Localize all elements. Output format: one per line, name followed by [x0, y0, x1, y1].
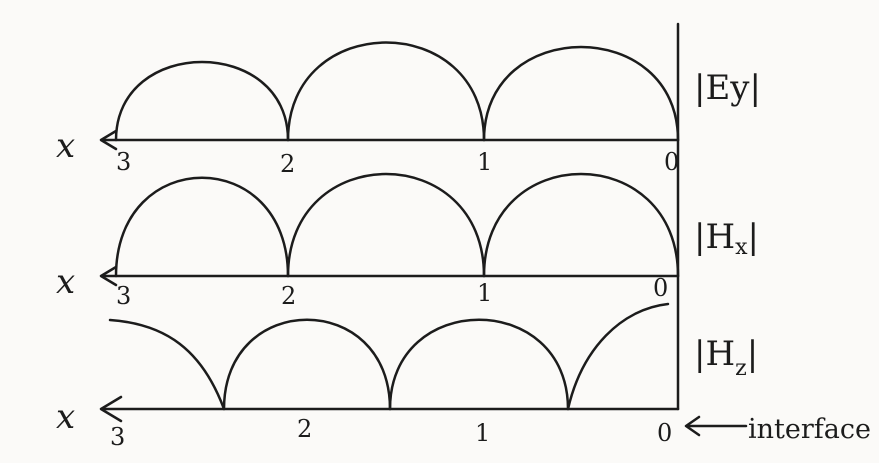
ey-label-bar-left: |: [694, 68, 705, 108]
hz-tick-1: 1: [475, 419, 490, 447]
ey-lobe-2: [286, 41, 486, 142]
hx-lobe-2: [286, 172, 486, 278]
ey-axis-arrow-head: [99, 129, 118, 151]
hx-lobe-1: [114, 176, 290, 278]
hz-field-label: |Hz|: [694, 334, 758, 381]
hz-axis-variable: x: [56, 397, 75, 437]
hz-label-subscript: z: [735, 356, 747, 381]
ey-lobe-1: [114, 60, 290, 142]
hx-tick-2: 2: [281, 282, 296, 310]
ey-tick-0: 0: [664, 148, 679, 176]
hx-tick-0: 0: [653, 274, 668, 302]
hx-label-subscript: x: [735, 235, 748, 260]
ey-label-bar-right: |: [750, 68, 761, 108]
interface-arrow-head: [684, 415, 701, 437]
hx-field-label: |Hx|: [694, 217, 759, 260]
hz-lobe-2: [388, 318, 570, 411]
hz-label-bar-left: |: [694, 334, 705, 374]
ey-label-symbol: Ey: [705, 68, 750, 108]
interface-label: interface: [748, 414, 871, 445]
hz-label-bar-right: |: [747, 334, 758, 374]
hx-label-bar-right: |: [748, 217, 759, 257]
hz-label-symbol: H: [705, 334, 735, 374]
hx-tick-3: 3: [116, 282, 131, 310]
hz-edge-left: [108, 318, 226, 411]
hx-axis-arrow-head: [99, 265, 118, 287]
hz-tick-3: 3: [110, 423, 125, 451]
ey-tick-2: 2: [280, 150, 295, 178]
hz-axis-arrow-head: [99, 395, 123, 423]
ey-axis-variable: x: [56, 126, 75, 166]
hz-edge-right: [566, 302, 670, 411]
hx-label-bar-left: |: [694, 217, 705, 257]
hz-tick-0: 0: [657, 419, 672, 447]
hx-tick-1: 1: [477, 279, 492, 307]
ey-tick-3: 3: [116, 148, 131, 176]
ey-lobe-3: [482, 45, 680, 142]
ey-tick-1: 1: [477, 148, 492, 176]
hx-label-symbol: H: [705, 217, 735, 257]
hx-axis-variable: x: [56, 262, 75, 302]
hz-lobe-1: [222, 318, 392, 411]
hz-tick-2: 2: [297, 415, 312, 443]
ey-field-label: |Ey|: [694, 68, 761, 108]
hx-lobe-3: [482, 172, 680, 278]
